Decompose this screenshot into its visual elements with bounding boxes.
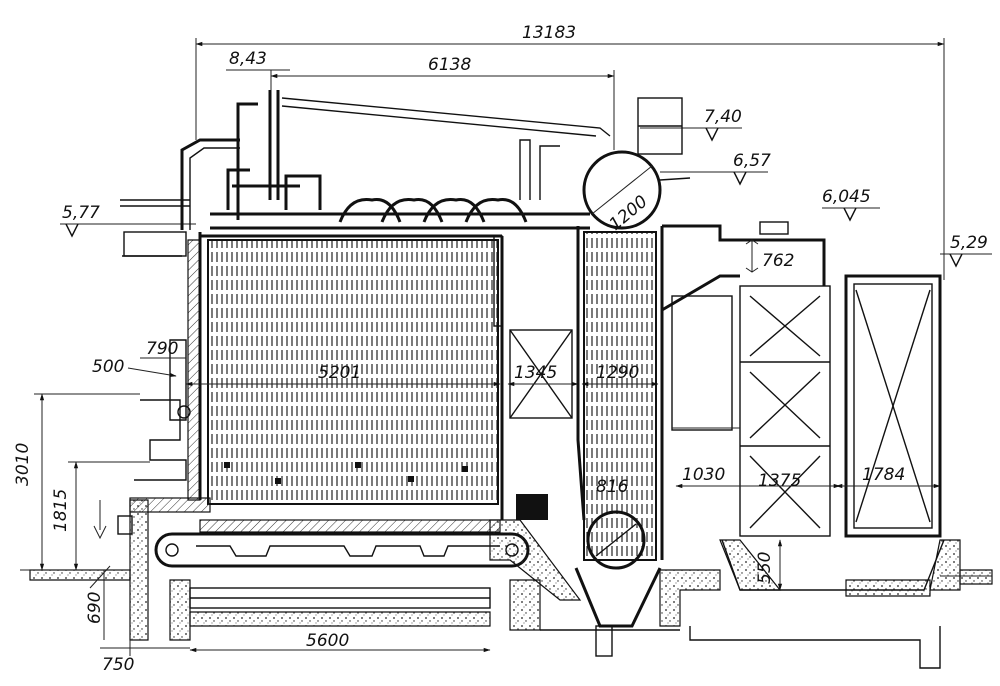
label-550: 550 [755,552,775,584]
dim-top: 8,43 6138 [226,49,615,150]
label-6138: 6138 [428,55,471,75]
furnace-tube-wall [207,239,499,505]
label-5600: 5600 [306,631,349,651]
label-5201: 5201 [318,363,361,383]
left-frame: 790 500 [92,239,211,535]
label-816: 816 [596,477,629,497]
foundation [20,499,993,669]
label-1030: 1030 [682,465,725,485]
label-762: 762 [762,251,794,271]
label-5-77: 5,77 [62,203,100,223]
air-heater: 1784 [835,274,942,538]
label-790: 790 [146,339,178,359]
label-500: 500 [92,357,124,377]
label-6-045: 6,045 [822,187,871,207]
label-1345: 1345 [514,363,557,383]
label-7-40: 7,40 [704,107,742,127]
chain-grate [154,519,530,609]
second-pass: 1345 [507,329,579,520]
label-13183: 13183 [522,23,576,43]
label-8-43: 8,43 [229,49,267,69]
dims-lower-left: 3010 1815 690 750 5600 [13,393,491,675]
convection-bank: 1290 816 [574,226,664,657]
label-1815: 1815 [51,489,71,532]
furnace: 5201 [185,232,504,520]
economizer: 762 1030 1375 550 [661,221,945,591]
top-piping [120,90,611,257]
upper-drum: 1200 [582,97,691,235]
label-750: 750 [102,655,134,675]
label-1375: 1375 [758,471,801,491]
label-6-57: 6,57 [733,151,771,171]
label-1290: 1290 [596,363,639,383]
elevations-right: 7,40 6,57 6,045 5,29 [640,107,992,268]
label-3010: 3010 [13,443,33,486]
dim-overall: 13183 [195,23,945,280]
elevation-5-77: 5,77 [60,203,196,238]
label-5-29: 5,29 [950,233,988,253]
label-1784: 1784 [862,465,905,485]
label-690: 690 [85,592,105,624]
